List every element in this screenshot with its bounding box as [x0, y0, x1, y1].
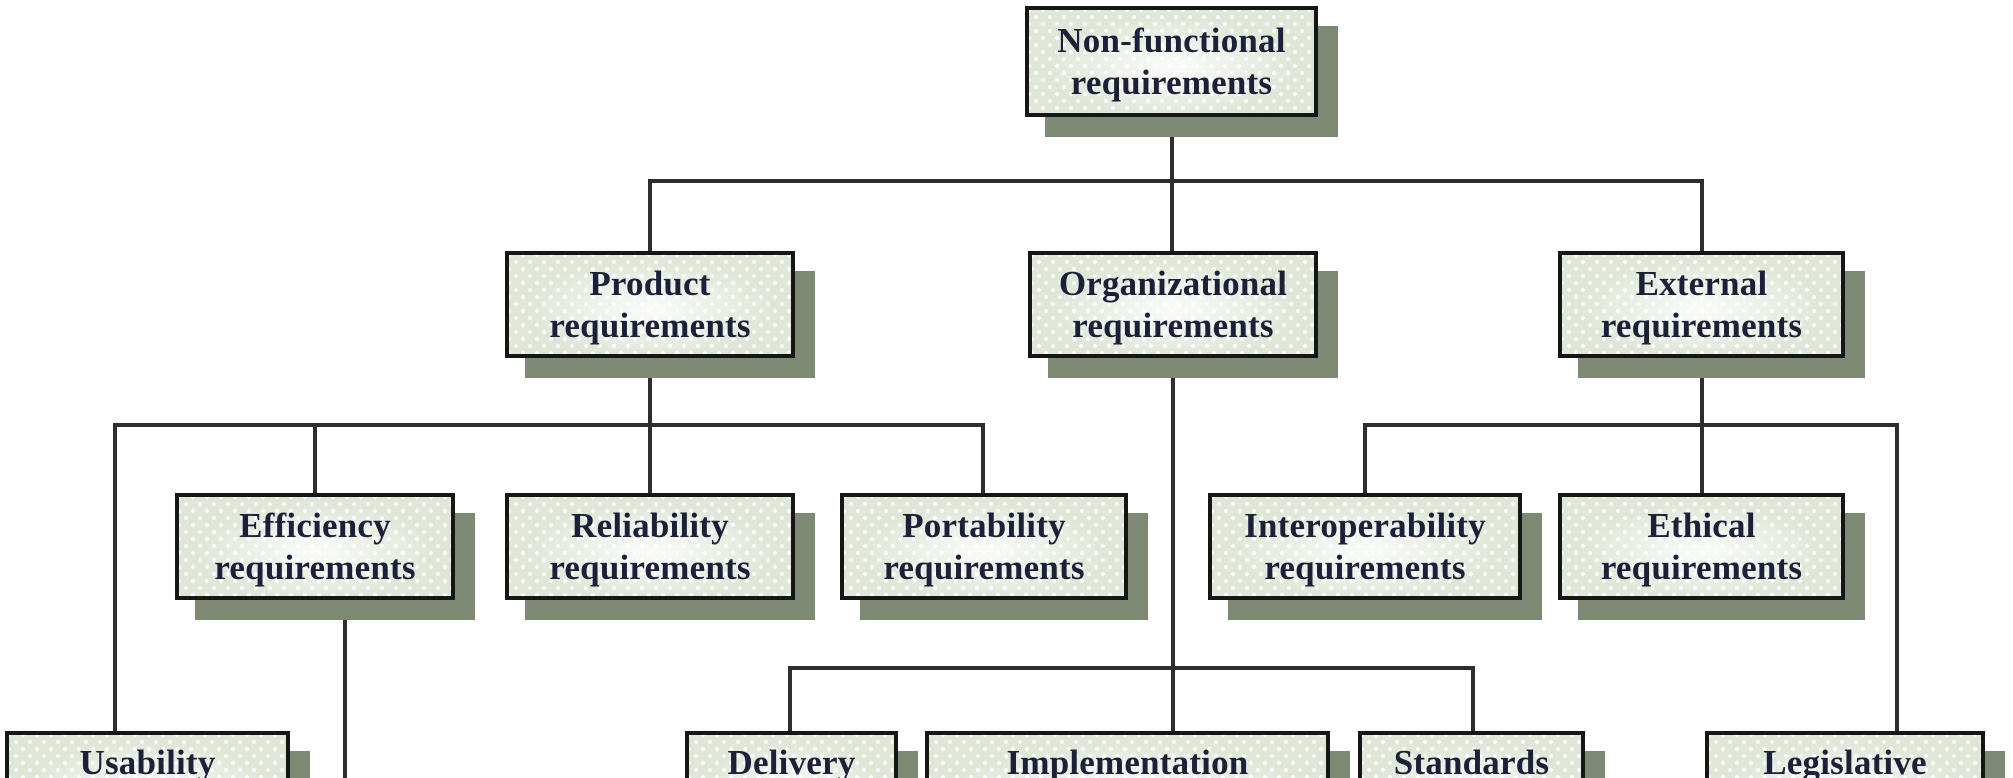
node-label: Standards [1393, 743, 1550, 778]
node-label: Product requirements [549, 264, 751, 345]
node-label: Organizational requirements [1058, 264, 1288, 345]
node-efficiency-requirements: Efficiency requirements [175, 493, 455, 600]
node-usability: Usability [5, 731, 290, 778]
node-label: Interoperability requirements [1244, 506, 1486, 587]
node-ethical-requirements: Ethical requirements [1558, 493, 1845, 600]
node-standards: Standards [1358, 731, 1585, 778]
node-interoperability-requirements: Interoperability requirements [1208, 493, 1522, 600]
node-organizational-requirements: Organizational requirements [1028, 251, 1318, 358]
node-label: External requirements [1600, 264, 1803, 345]
node-label: Reliability requirements [549, 506, 751, 587]
node-label: Ethical requirements [1600, 506, 1803, 587]
node-label: Implementation [1006, 743, 1249, 778]
node-legislative: Legislative [1705, 731, 1985, 778]
node-label: Legislative [1763, 743, 1927, 778]
node-label: Efficiency requirements [214, 506, 416, 587]
node-non-functional-requirements: Non-functional requirements [1025, 6, 1318, 117]
node-label: Delivery [727, 743, 856, 778]
node-external-requirements: External requirements [1558, 251, 1845, 358]
node-delivery: Delivery [685, 731, 898, 778]
node-label: Non-functional requirements [1057, 21, 1286, 102]
node-label: Usability [79, 743, 216, 778]
node-product-requirements: Product requirements [505, 251, 795, 358]
node-portability-requirements: Portability requirements [840, 493, 1128, 600]
node-label: Portability requirements [883, 506, 1085, 587]
node-reliability-requirements: Reliability requirements [505, 493, 795, 600]
node-implementation: Implementation [925, 731, 1330, 778]
